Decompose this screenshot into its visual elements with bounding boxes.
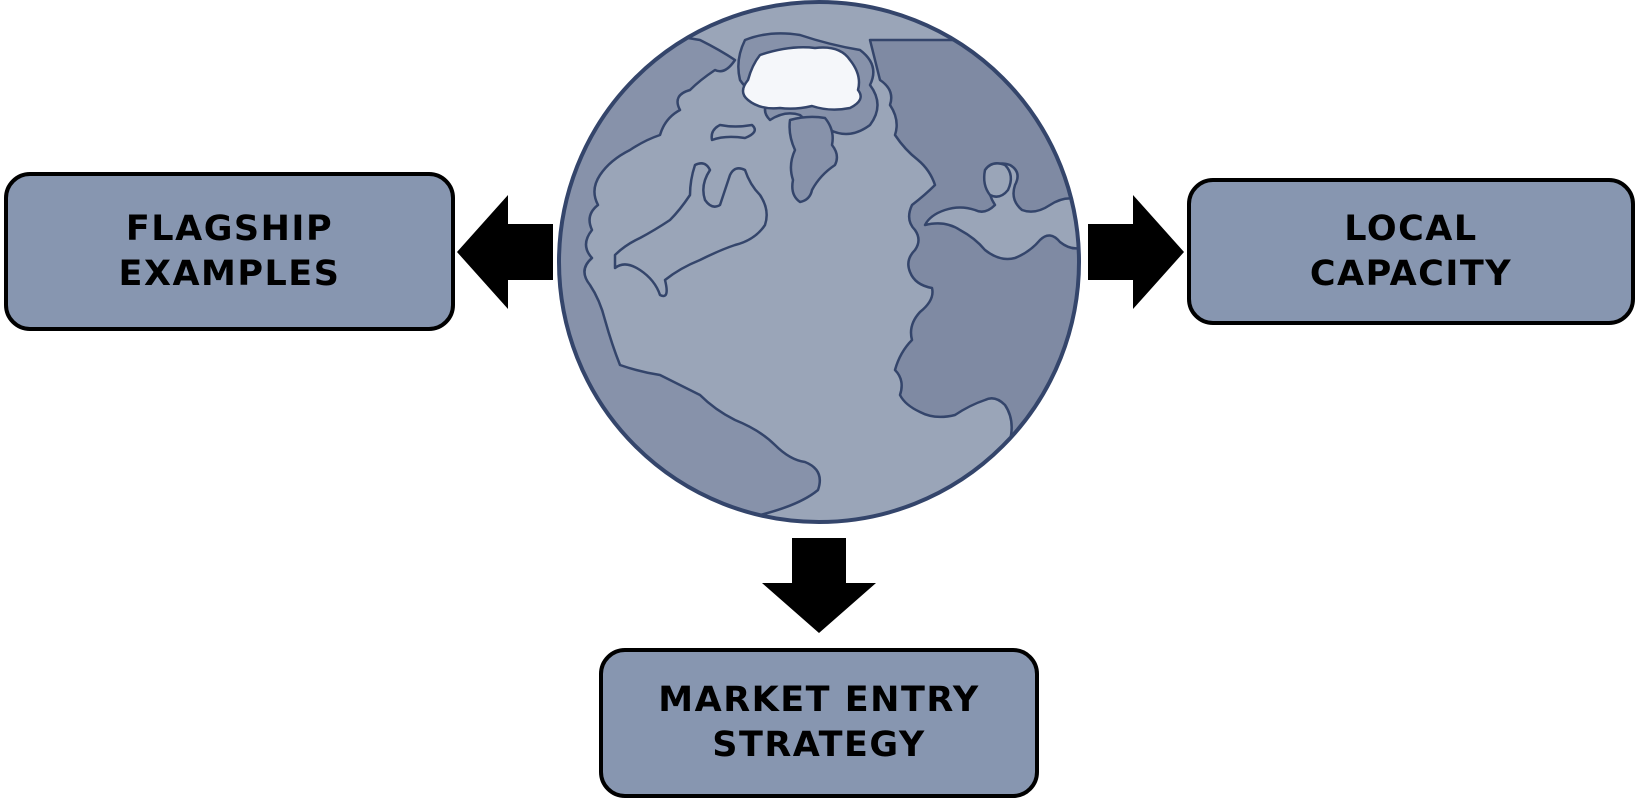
ice-cap [741, 46, 862, 111]
node-label-line1: MARKET ENTRY [658, 680, 980, 720]
node-label-line2: CAPACITY [1309, 253, 1513, 294]
landmass-scandinavia-water [982, 162, 1013, 198]
arrow-right-icon [1088, 195, 1184, 309]
water-mediterranean [923, 162, 1079, 261]
globe-icon [557, 0, 1081, 524]
node-flagship-examples: FLAGSHIP EXAMPLES [4, 172, 455, 331]
node-local-capacity: LOCAL CAPACITY [1187, 178, 1635, 325]
landmass-bay-small [710, 123, 757, 142]
node-label-line1: FLAGSHIP [125, 208, 334, 249]
node-label-line2: STRATEGY [712, 725, 926, 765]
node-label-line1: LOCAL [1344, 208, 1478, 249]
arrow-left-icon [457, 195, 553, 309]
node-label-line2: EXAMPLES [118, 253, 341, 294]
landmass-north-america [559, 28, 822, 517]
landmass-bay [613, 162, 768, 298]
arrow-down-icon [762, 538, 876, 633]
landmass-island [788, 115, 839, 204]
node-market-entry-strategy: MARKET ENTRY STRATEGY [599, 648, 1039, 798]
